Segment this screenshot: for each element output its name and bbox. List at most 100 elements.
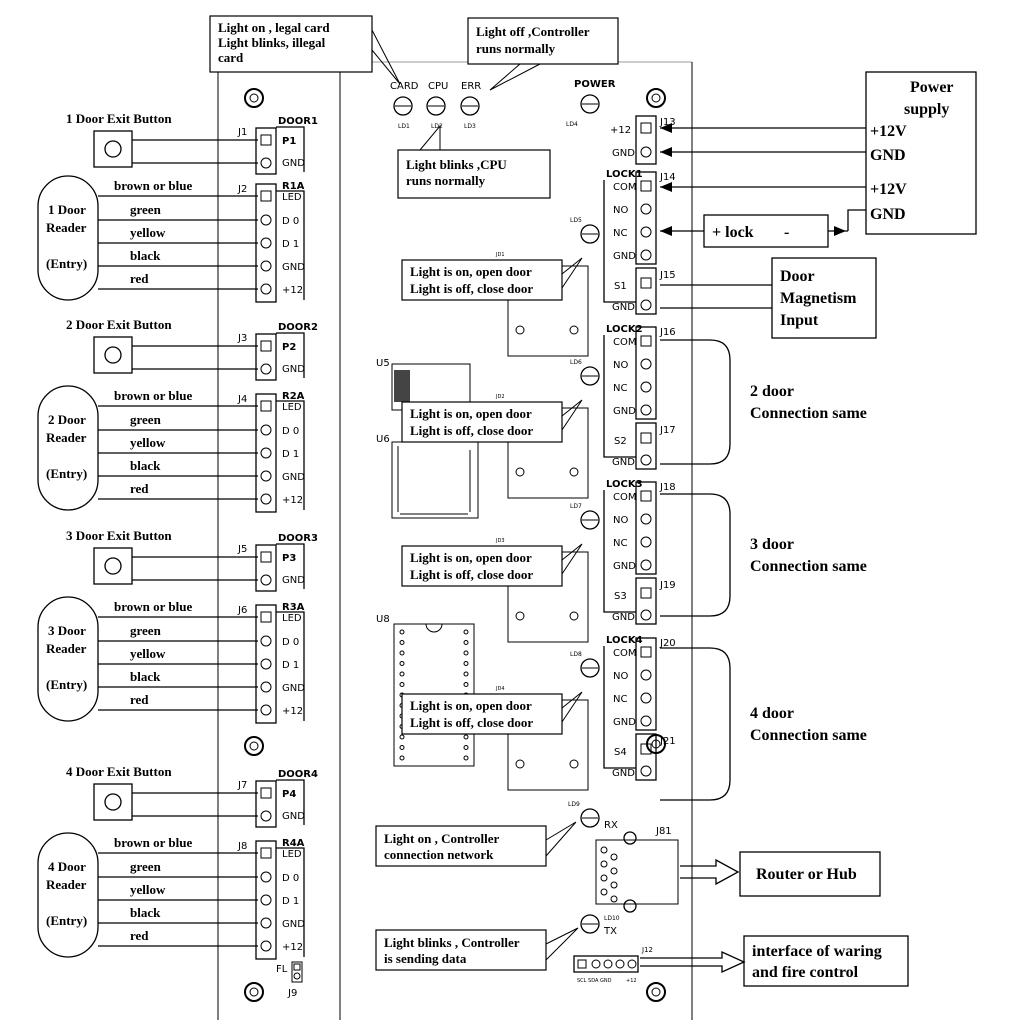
wire-color-label: black: [130, 458, 161, 473]
relay-code: JD2: [495, 394, 505, 400]
exit-button-icon: [93, 336, 133, 374]
reader-pin-label: +12: [282, 942, 303, 953]
relay-led-icon: [580, 510, 600, 530]
reader-label: (Entry): [46, 466, 87, 481]
lock-pin-label: GND: [613, 561, 636, 572]
reader-jack-label: J8: [237, 841, 247, 852]
svg-text:+ lock: + lock: [712, 224, 754, 241]
exit-button-label: 2 Door Exit Button: [66, 317, 172, 332]
sensor-label: S2: [614, 436, 627, 447]
lock-pin-label: COM: [613, 182, 636, 193]
wire-color-label: black: [130, 248, 161, 263]
wire-color-label: black: [130, 905, 161, 920]
router-box: [739, 851, 881, 897]
svg-text:+12V: +12V: [870, 181, 907, 198]
reader-pin-label: LED: [282, 402, 302, 413]
exit-button-icon: [93, 130, 133, 168]
svg-text:connection network: connection network: [384, 847, 494, 862]
reader-label: Reader: [46, 877, 87, 892]
reader-pin-label: GND: [282, 683, 305, 694]
relay-light-text: Light is off, close door: [410, 281, 533, 296]
svg-text:J13: J13: [659, 117, 676, 128]
reader-label: 1 Door: [48, 202, 86, 217]
led-tx-icon: [580, 914, 600, 934]
button-pin-label: P2: [282, 342, 296, 353]
wire-color-label: green: [130, 859, 162, 874]
lock-label: LOCK1: [606, 169, 643, 180]
connection-same-label: 2 door: [750, 383, 794, 400]
wire-color-label: green: [130, 202, 162, 217]
wire-color-label: red: [130, 692, 149, 707]
svg-text:FL: FL: [276, 964, 288, 975]
callout-cpu-light: Light blinks ,CPU runs normally: [397, 124, 551, 199]
door-magnetism-input: Door Magnetism Input: [660, 257, 877, 339]
reader-label: Reader: [46, 641, 87, 656]
callout-err-light: Light off ,Controller runs normally: [467, 17, 619, 91]
gnd-label: GND: [282, 811, 305, 822]
button-jack-label: J1: [237, 127, 247, 138]
svg-text:Magnetism: Magnetism: [780, 290, 857, 307]
lock-pin-label: COM: [613, 337, 636, 348]
led-rx-icon: [580, 808, 600, 828]
wire-color-label: brown or blue: [114, 835, 192, 850]
svg-text:Light on , Controller: Light on , Controller: [384, 831, 500, 846]
svg-text:Light blinks , Controller: Light blinks , Controller: [384, 935, 520, 950]
reader-pin-label: +12: [282, 495, 303, 506]
button-jack-label: J3: [237, 333, 247, 344]
exit-button-label: 3 Door Exit Button: [66, 528, 172, 543]
reader-pin-label: D 0: [282, 216, 299, 227]
svg-text:supply: supply: [904, 101, 949, 118]
sensor-jack-label: J21: [659, 736, 676, 747]
reader-icon: [37, 832, 99, 958]
power-jack: +12 GND J13: [610, 115, 676, 165]
button-pin-label: P1: [282, 136, 296, 147]
button-pin-label: P3: [282, 553, 296, 564]
lock-jack-label: J14: [659, 172, 676, 183]
lock-label: LOCK4: [606, 635, 643, 646]
reader-label: Reader: [46, 220, 87, 235]
lock-pin-label: NC: [613, 383, 627, 394]
reader-pin-label: GND: [282, 262, 305, 273]
relay-led-icon: [580, 224, 600, 244]
reader-pin-label: D 1: [282, 896, 299, 907]
lock-pin-label: NO: [613, 360, 628, 371]
led-power-icon: [580, 94, 600, 114]
reader-pin-label: LED: [282, 849, 302, 860]
mounting-hole: [646, 88, 666, 108]
relay-code: JD4: [495, 686, 505, 692]
reader-code-label: R2A: [282, 391, 305, 402]
reader-pin-label: D 1: [282, 239, 299, 250]
relay-light-text: Light is on, open door: [410, 698, 532, 713]
mounting-hole: [244, 982, 264, 1002]
reader-pin-label: +12: [282, 706, 303, 717]
svg-text:Light blinks, illegal: Light blinks, illegal: [218, 35, 326, 50]
led-code-ld3: LD3: [464, 123, 476, 130]
svg-text:Door: Door: [780, 268, 815, 285]
lock-pin-label: COM: [613, 648, 636, 659]
lock-jack-label: J16: [659, 327, 676, 338]
led-label-card: CARD: [390, 81, 419, 92]
mounting-hole: [249, 741, 259, 751]
svg-text:runs normally: runs normally: [476, 41, 556, 56]
lock-label: LOCK2: [606, 324, 643, 335]
wire-color-label: green: [130, 623, 162, 638]
lock-pin-label: NO: [613, 205, 628, 216]
wire-color-label: yellow: [130, 646, 166, 661]
reader-code-label: R4A: [282, 838, 305, 849]
lock-pin-label: COM: [613, 492, 636, 503]
wire-color-label: black: [130, 669, 161, 684]
relay-light-text: Light is off, close door: [410, 715, 533, 730]
mounting-hole: [244, 88, 264, 108]
lock-jack-label: J18: [659, 482, 676, 493]
reader-pin-label: +12: [282, 285, 303, 296]
exit-button-label: 1 Door Exit Button: [66, 111, 172, 126]
lock-pin-label: NO: [613, 671, 628, 682]
svg-text:GND: GND: [870, 147, 906, 164]
svg-text:LD10: LD10: [604, 915, 620, 922]
